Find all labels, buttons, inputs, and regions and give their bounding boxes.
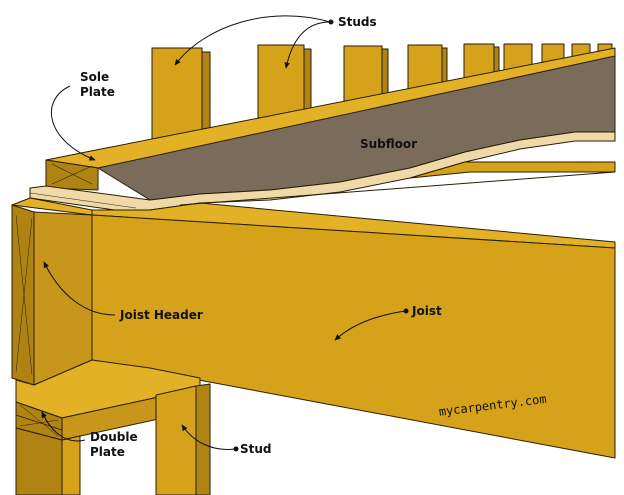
lower-wall-studs <box>15 383 211 495</box>
label-sole-plate: Sole Plate <box>80 70 115 99</box>
label-studs: Studs <box>338 15 377 29</box>
label-joist-header: Joist Header <box>120 308 203 322</box>
label-double-plate: Double Plate <box>90 430 138 459</box>
label-joist: Joist <box>412 304 442 318</box>
label-stud: Stud <box>240 442 272 456</box>
sole-plate <box>45 47 616 191</box>
label-subfloor: Subfloor <box>360 137 418 151</box>
joist-header <box>11 197 93 386</box>
callout-leaders <box>41 15 406 450</box>
